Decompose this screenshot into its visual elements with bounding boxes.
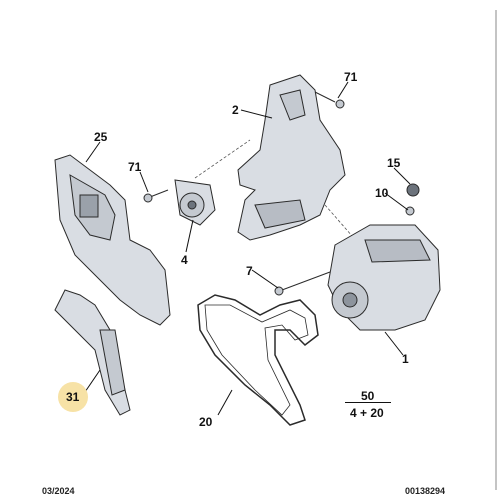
nut-10-part — [405, 206, 415, 216]
highlight-circle — [58, 382, 88, 412]
callout-4: 4 — [181, 253, 188, 267]
footer-date: 03/2024 — [42, 486, 75, 496]
trim-part-31 — [54, 289, 131, 416]
callout-31: 31 — [66, 390, 80, 404]
bolt-7-part — [274, 271, 331, 296]
bolt-71-top — [314, 91, 345, 109]
callout-20: 20 — [199, 415, 213, 429]
alignment-lines — [194, 139, 361, 246]
ratio-divider — [345, 402, 391, 403]
heat-shield-part — [54, 154, 171, 326]
cap-15-part — [406, 183, 420, 197]
bolt-71-left — [143, 189, 169, 203]
drive-belt-part — [197, 294, 319, 426]
alternator-part — [327, 224, 441, 331]
leader-lines — [84, 81, 411, 416]
callout-15: 15 — [387, 156, 401, 170]
ratio-top: 50 — [361, 389, 375, 403]
ratio-bottom: 4 + 20 — [350, 406, 384, 420]
callout-71-top: 71 — [344, 70, 358, 84]
callout-7: 7 — [246, 264, 253, 278]
callout-10: 10 — [375, 186, 389, 200]
callout-1: 1 — [402, 352, 409, 366]
callout-25: 25 — [94, 130, 108, 144]
footer-ref: 00138294 — [405, 486, 446, 496]
mounting-bracket-part — [237, 74, 346, 241]
callout-71-left: 71 — [128, 160, 142, 174]
callout-2: 2 — [232, 103, 239, 117]
tensioner-part — [174, 179, 216, 226]
